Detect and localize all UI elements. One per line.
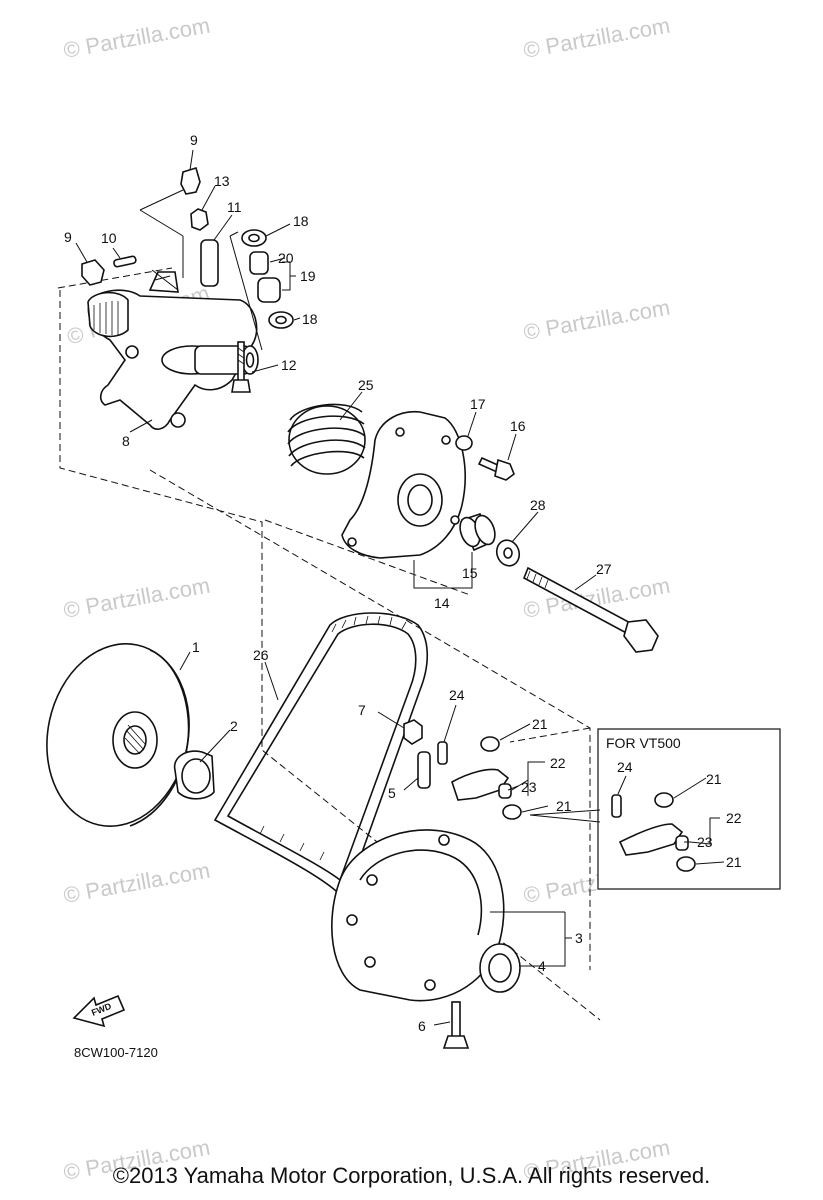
callout-2: 2 [230,718,238,734]
inset-callout-22: 22 [726,810,742,826]
callout-28: 28 [530,497,546,513]
part-18-washer [268,311,294,329]
part-21-washer [502,804,522,820]
part-6-bolt [442,1001,470,1049]
callout-27: 27 [596,561,612,577]
inset-callout-21: 21 [706,771,722,787]
watermark: © Partzilla.com [62,13,212,63]
watermark: © Partzilla.com [522,13,672,63]
part-7-nut [403,719,423,745]
part-22-weight-arm [451,768,510,801]
part-12-bolt [231,341,251,393]
part-25-spring [287,403,366,475]
inset-vt500: FOR VT500 [597,728,781,890]
part-19-roller [257,277,281,303]
inset-callout-24: 24 [617,759,633,775]
callout-12: 12 [281,357,297,373]
watermark: © Partzilla.com [62,573,212,623]
part-5-pin [417,751,431,789]
watermark: © Partzilla.com [62,858,212,908]
part-26-belt [213,612,429,902]
part-11-sleeve [200,239,219,287]
part-2-slider [173,750,215,800]
callout-15: 15 [462,565,478,581]
part-9-cap [81,259,105,286]
part-28-washer [495,539,521,567]
inset-callout-21: 21 [726,854,742,870]
callout-26: 26 [253,647,269,663]
callout-19: 19 [300,268,316,284]
part-27-long-bolt [522,566,659,653]
callout-24: 24 [449,687,465,703]
part-16-bolt [477,456,515,481]
group-leader [229,231,263,351]
callout-20: 20 [278,250,294,266]
part-1-sliding-sheave [46,643,190,827]
part-14-cover [341,411,466,559]
callout-21: 21 [556,798,572,814]
callout-10: 10 [101,230,117,246]
copyright-notice: ©2013 Yamaha Motor Corporation, U.S.A. A… [112,1163,711,1188]
callout-5: 5 [388,785,396,801]
group-leader [139,189,184,291]
callout-14: 14 [434,595,450,611]
callout-17: 17 [470,396,486,412]
callouts: 9 13 11 9 10 18 20 19 18 12 8 25 17 16 2… [64,132,742,1034]
part-4-bushing [479,943,521,993]
part-17-washer [455,435,473,451]
part-8-fixed-sheave-shaft [87,271,259,430]
callout-21: 21 [532,716,548,732]
callout-7: 7 [358,702,366,718]
callout-22: 22 [550,755,566,771]
drawing-code: 8CW100-7120 [74,1045,158,1060]
callout-23: 23 [521,779,537,795]
callout-9: 9 [190,132,198,148]
part-9-cap [180,166,201,195]
part-21-washer [480,736,500,752]
group-leader [413,552,473,589]
callout-1: 1 [192,639,200,655]
callout-3: 3 [575,930,583,946]
part-10-pin [113,255,137,268]
fwd-arrow: FWD [72,994,126,1028]
part-18-washer [241,229,267,247]
part-20-bushing [249,251,269,275]
assembly-outline [264,519,591,743]
part-24-screw [437,741,448,765]
callout-11: 11 [227,199,242,215]
callout-16: 16 [510,418,526,434]
callout-25: 25 [358,377,374,393]
callout-18: 18 [293,213,309,229]
leader-lines [75,149,725,1026]
inset-pointer [529,809,601,823]
part-13-nut [190,208,209,231]
part-3-secondary-sheave [331,829,505,1002]
inset-title: FOR VT500 [606,735,681,751]
callout-8: 8 [122,433,130,449]
part-23-roller [498,783,512,799]
callout-6: 6 [418,1018,426,1034]
callout-13: 13 [214,173,230,189]
watermark: © Partzilla.com [522,295,672,345]
callout-4: 4 [538,958,546,974]
inset-callout-23: 23 [697,834,713,850]
callout-18: 18 [302,311,318,327]
callout-9: 9 [64,229,72,245]
part-15-bushing [459,513,496,552]
